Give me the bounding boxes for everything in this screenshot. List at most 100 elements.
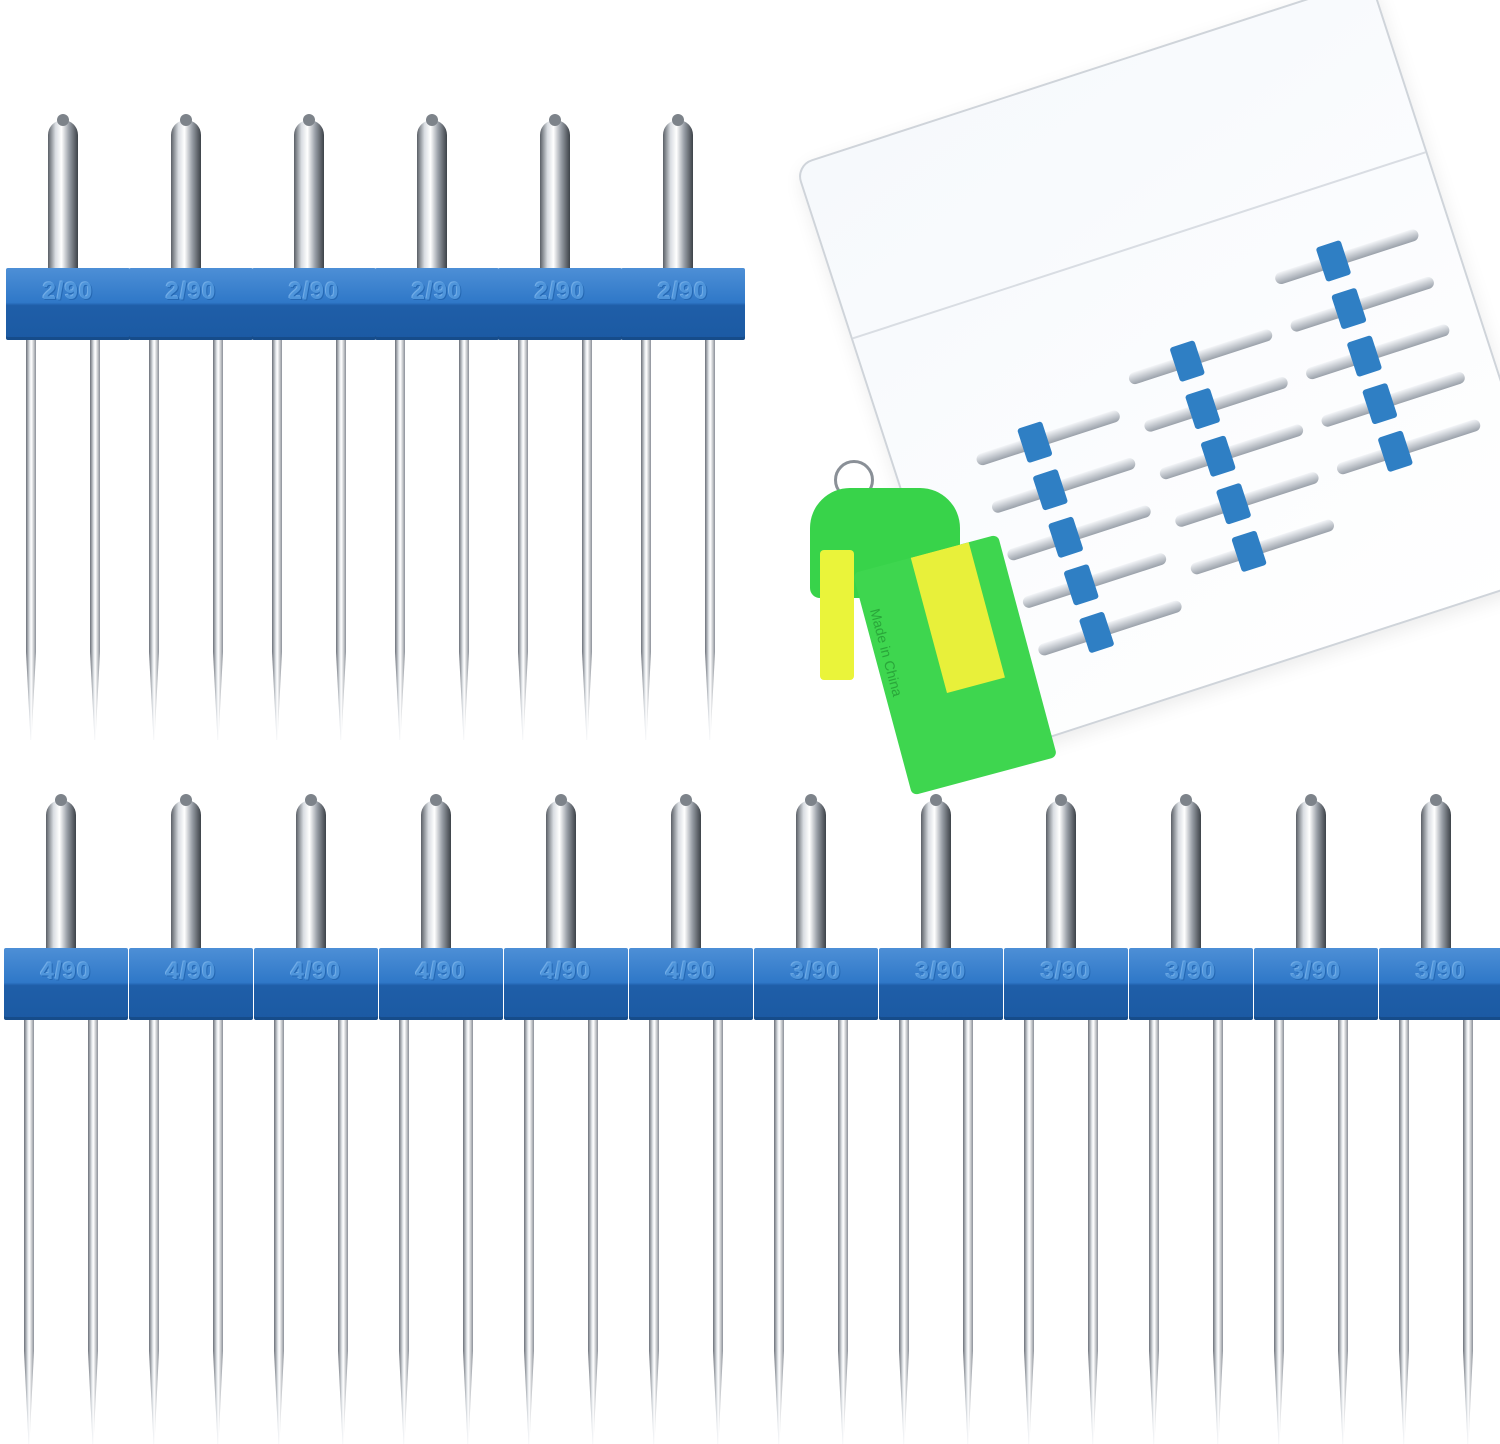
needle-threader: Made in China <box>810 460 1070 796</box>
needle-blade <box>899 1020 909 1444</box>
needle-block: 3/90 <box>1129 948 1253 1020</box>
needle-shank <box>296 794 326 958</box>
needle-blade <box>213 340 223 740</box>
needle-block: 4/90 <box>4 948 128 1020</box>
needle-size-label: 4/90 <box>540 958 592 985</box>
needle-blade <box>838 1020 848 1444</box>
needle-size-label: 3/90 <box>790 958 842 985</box>
boxed-needle <box>1304 322 1451 381</box>
needle-block: 4/90 <box>629 948 753 1020</box>
needle-blade <box>588 1020 598 1444</box>
threader-tab <box>820 550 854 680</box>
needle-size-label: 4/90 <box>40 958 92 985</box>
needle-shank <box>1171 794 1201 958</box>
needle-blade <box>24 1020 34 1444</box>
needle-block: 3/90 <box>1004 948 1128 1020</box>
boxed-needle <box>1127 327 1274 386</box>
needle-block: 3/90 <box>754 948 878 1020</box>
needle-size-label: 2/90 <box>288 278 340 305</box>
needle-shank <box>1296 794 1326 958</box>
needle-blade <box>1024 1020 1034 1444</box>
boxed-needle <box>1335 418 1482 476</box>
needle-shank <box>294 114 324 278</box>
needle-shank <box>417 114 447 278</box>
needle-block: 3/90 <box>1379 948 1500 1020</box>
needle-size-label: 4/90 <box>290 958 342 985</box>
needle-block: 4/90 <box>254 948 378 1020</box>
needle-blade <box>582 340 592 740</box>
needle-block: 4/90 <box>379 948 503 1020</box>
needle-size-label: 2/90 <box>534 278 586 305</box>
needle-shank <box>921 794 951 958</box>
needle-blade <box>1338 1020 1348 1444</box>
needle-shank <box>546 794 576 958</box>
needle-size-label: 3/90 <box>1165 958 1217 985</box>
needle-blade <box>774 1020 784 1444</box>
needle-size-label: 2/90 <box>411 278 463 305</box>
needle-blade <box>213 1020 223 1444</box>
needle-blade <box>274 1020 284 1444</box>
needle-block: 2/90 <box>6 268 130 340</box>
needle-blade <box>524 1020 534 1444</box>
needle-size-label: 2/90 <box>657 278 709 305</box>
needle-shank <box>171 114 201 278</box>
needle-block: 2/90 <box>252 268 376 340</box>
needle-shank <box>1046 794 1076 958</box>
needle-shank <box>671 794 701 958</box>
boxed-needle <box>1289 275 1436 334</box>
needle-size-label: 3/90 <box>1290 958 1342 985</box>
boxed-needle <box>1173 470 1321 529</box>
needle-blade <box>463 1020 473 1444</box>
needle-blade <box>963 1020 973 1444</box>
needle-size-label: 3/90 <box>915 958 967 985</box>
needle-blade <box>459 340 469 740</box>
boxed-needle <box>1158 423 1305 481</box>
boxed-needle <box>1189 518 1336 576</box>
threader-body: Made in China <box>852 534 1058 796</box>
needle-shank <box>796 794 826 958</box>
needle-shank <box>421 794 451 958</box>
boxed-needle <box>974 408 1122 467</box>
needle-block: 2/90 <box>129 268 253 340</box>
needle-size-label: 3/90 <box>1415 958 1467 985</box>
needle-shank <box>48 114 78 278</box>
needle-shank <box>663 114 693 278</box>
needle-blade <box>26 340 36 740</box>
needle-block: 2/90 <box>621 268 745 340</box>
needle-blade <box>518 340 528 740</box>
needle-size-label: 4/90 <box>665 958 717 985</box>
needle-blade <box>336 340 346 740</box>
needle-blade <box>649 1020 659 1444</box>
needle-blade <box>338 1020 348 1444</box>
needle-size-label: 2/90 <box>42 278 94 305</box>
needle-blade <box>272 340 282 740</box>
needle-block: 2/90 <box>498 268 622 340</box>
boxed-needle <box>1273 227 1421 286</box>
needle-blade <box>1399 1020 1409 1444</box>
needle-shank <box>1421 794 1451 958</box>
needle-blade <box>399 1020 409 1444</box>
needle-block: 2/90 <box>375 268 499 340</box>
boxed-needle <box>1319 370 1467 429</box>
needle-blade <box>1463 1020 1473 1444</box>
boxed-needle <box>1142 375 1290 434</box>
needle-shank <box>540 114 570 278</box>
needle-blade <box>149 340 159 740</box>
needle-blade <box>395 340 405 740</box>
needle-block: 4/90 <box>129 948 253 1020</box>
needle-size-label: 4/90 <box>165 958 217 985</box>
needle-block: 3/90 <box>1254 948 1378 1020</box>
needle-blade <box>1088 1020 1098 1444</box>
threader-stripe <box>910 542 1005 694</box>
needle-blade <box>88 1020 98 1444</box>
needle-blade <box>1213 1020 1223 1444</box>
needle-shank <box>171 794 201 958</box>
needle-size-label: 2/90 <box>165 278 217 305</box>
needle-shank <box>46 794 76 958</box>
threader-text: Made in China <box>867 606 906 699</box>
needle-block: 3/90 <box>879 948 1003 1020</box>
needle-block: 4/90 <box>504 948 628 1020</box>
needle-blade <box>713 1020 723 1444</box>
needle-size-label: 4/90 <box>415 958 467 985</box>
